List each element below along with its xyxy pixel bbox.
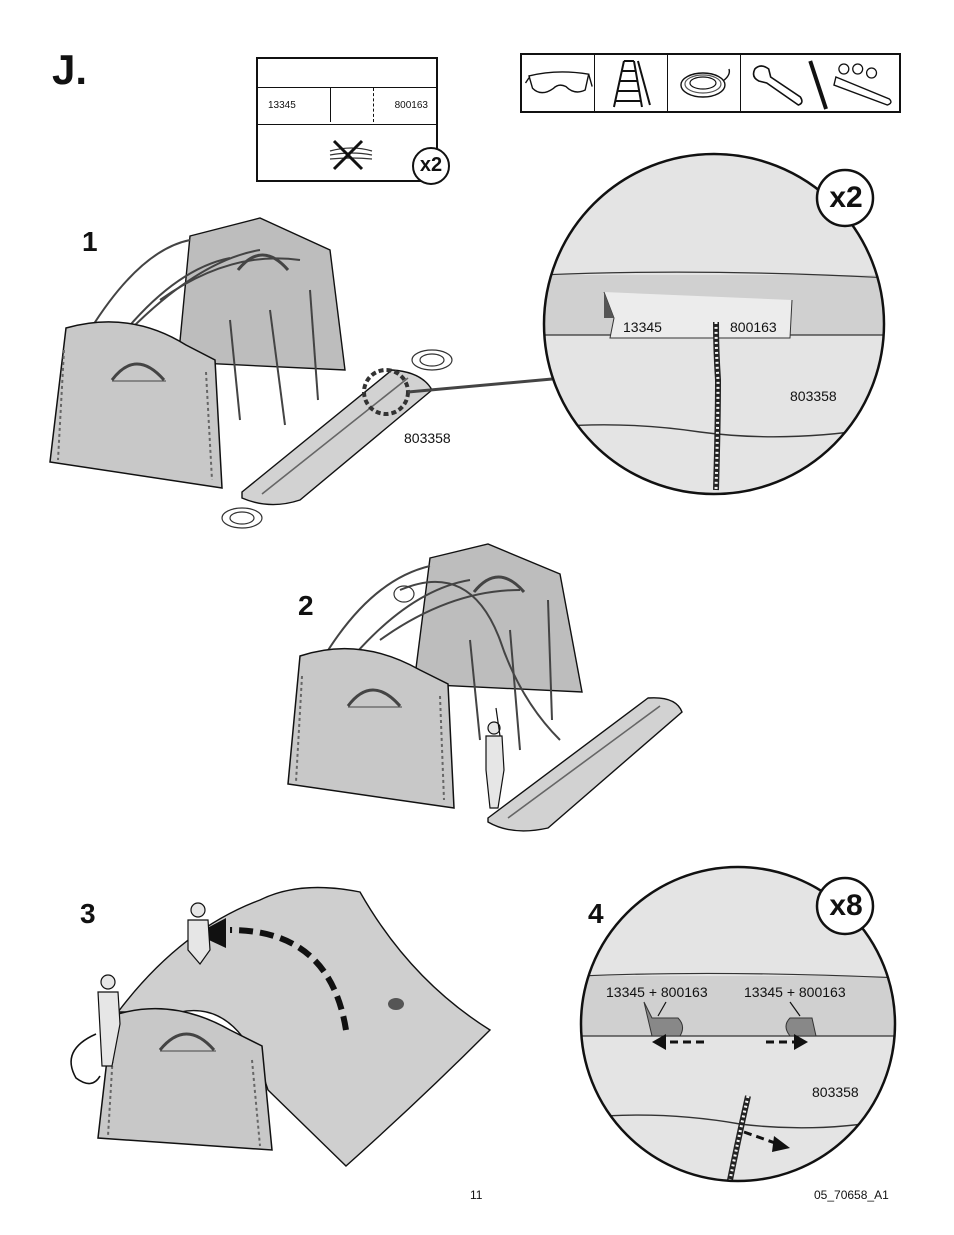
step-1-illustration: [49, 217, 664, 529]
tools-box: [520, 53, 901, 113]
step-3-illustration: [70, 886, 492, 1167]
safety-glasses-icon: [524, 71, 593, 94]
wrench-and-socket-set-icon: [752, 60, 892, 110]
step-ladder-icon: [612, 60, 651, 108]
step-3-number: 3: [80, 898, 96, 929]
parts-row: 13345 800163: [258, 87, 436, 125]
section-letter: J.: [52, 46, 88, 93]
step-1-cover-label: 803358: [404, 430, 451, 446]
tool-cell-glasses: [522, 55, 595, 111]
step-4-detail-quantity: x8: [829, 889, 863, 922]
tool-cell-ladder: [595, 55, 668, 111]
document-code: 05_70658_A1: [814, 1188, 889, 1202]
parts-connector-slot: [330, 88, 374, 122]
parts-quantity-text: x2: [419, 154, 443, 176]
step-4-number: 4: [588, 898, 604, 929]
step-1-detail-circle: [542, 152, 886, 496]
step-4-detail-right-combo: 13345 + 800163: [744, 984, 846, 1000]
step-2-number: 2: [298, 590, 314, 621]
step-4-detail-circle: [579, 865, 897, 1183]
rope-icon: [680, 68, 730, 98]
step-1-detail-cover-part: 803358: [790, 388, 837, 404]
step-1-number: 1: [82, 226, 98, 257]
step-1-detail-right-part: 800163: [730, 319, 777, 335]
step-4-detail-left-combo: 13345 + 800163: [606, 984, 708, 1000]
tool-cell-rope: [668, 55, 741, 111]
step-4-detail-cover-part: 803358: [812, 1084, 859, 1100]
parts-left-label: 13345: [268, 100, 296, 111]
tool-cell-tools: [741, 55, 899, 111]
page-number: 11: [470, 1188, 483, 1202]
no-cut-rope-icon: [329, 139, 373, 171]
parts-quantity-badge: x2: [412, 147, 450, 185]
parts-box: 13345 800163 x2: [256, 57, 450, 185]
step-2-illustration: [287, 543, 683, 832]
step-1-detail-quantity: x2: [829, 181, 863, 214]
step-1-detail-left-part: 13345: [623, 319, 662, 335]
parts-right-label: 800163: [394, 100, 428, 111]
